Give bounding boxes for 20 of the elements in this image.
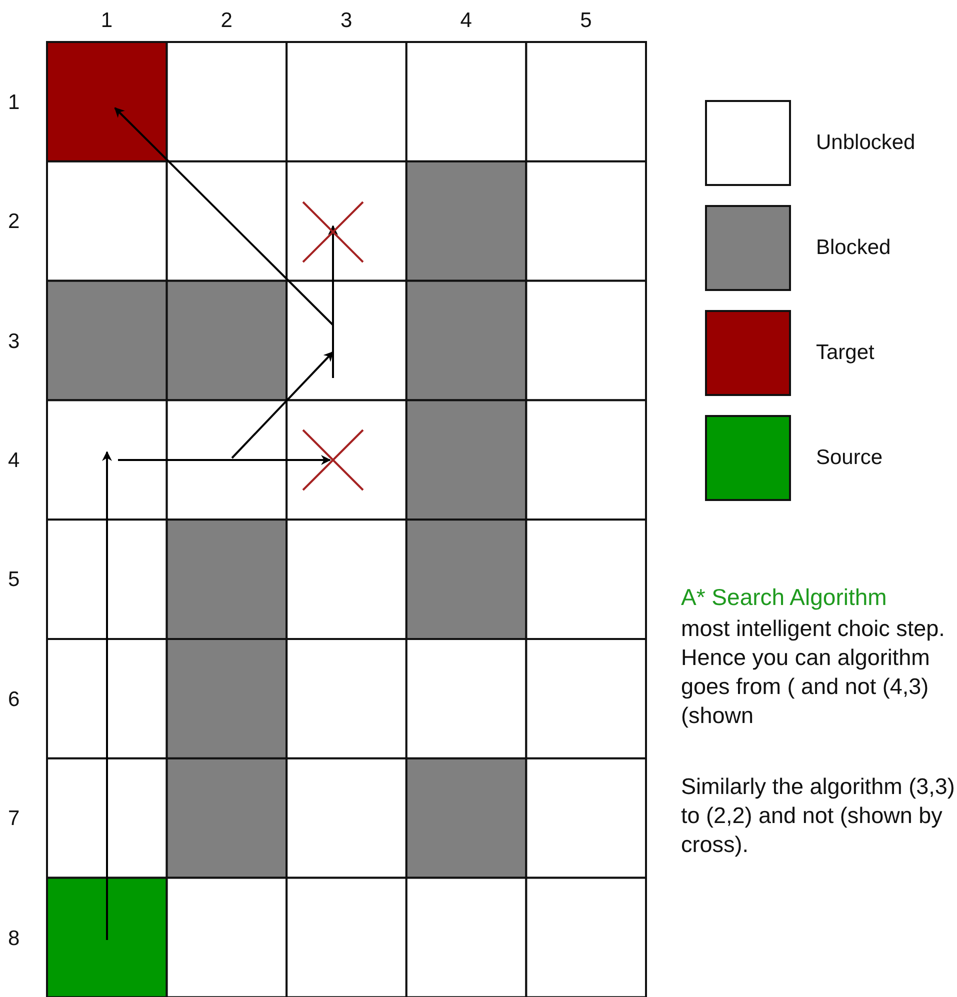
column-number: 5: [580, 10, 592, 31]
column-number: 3: [340, 10, 352, 31]
column-number: 4: [460, 10, 472, 31]
note-text: Similarly the algorithm (3,3) to (2,2) and not (shown by cross).: [681, 773, 956, 859]
legend-label: Source: [816, 447, 883, 468]
row-number: 7: [8, 808, 20, 830]
legend-label: Blocked: [816, 237, 891, 258]
note-text: most intelligent choic step. Hence you can algorithm goes from ( and not (4,3) (shown: [681, 615, 946, 730]
row-number: 6: [8, 688, 20, 710]
row-number: 8: [8, 928, 20, 948]
row-number: 2: [8, 211, 20, 232]
legend-label: Target: [816, 342, 874, 363]
row-number: 4: [8, 450, 20, 471]
column-number: 2: [220, 10, 232, 31]
legend-label: Unblocked: [816, 132, 916, 153]
note-heading: A* Search Algorithm: [681, 586, 887, 609]
row-number: 5: [8, 569, 20, 590]
row-number: 1: [8, 92, 20, 113]
row-number: 3: [8, 330, 20, 352]
column-number: 1: [100, 10, 113, 31]
